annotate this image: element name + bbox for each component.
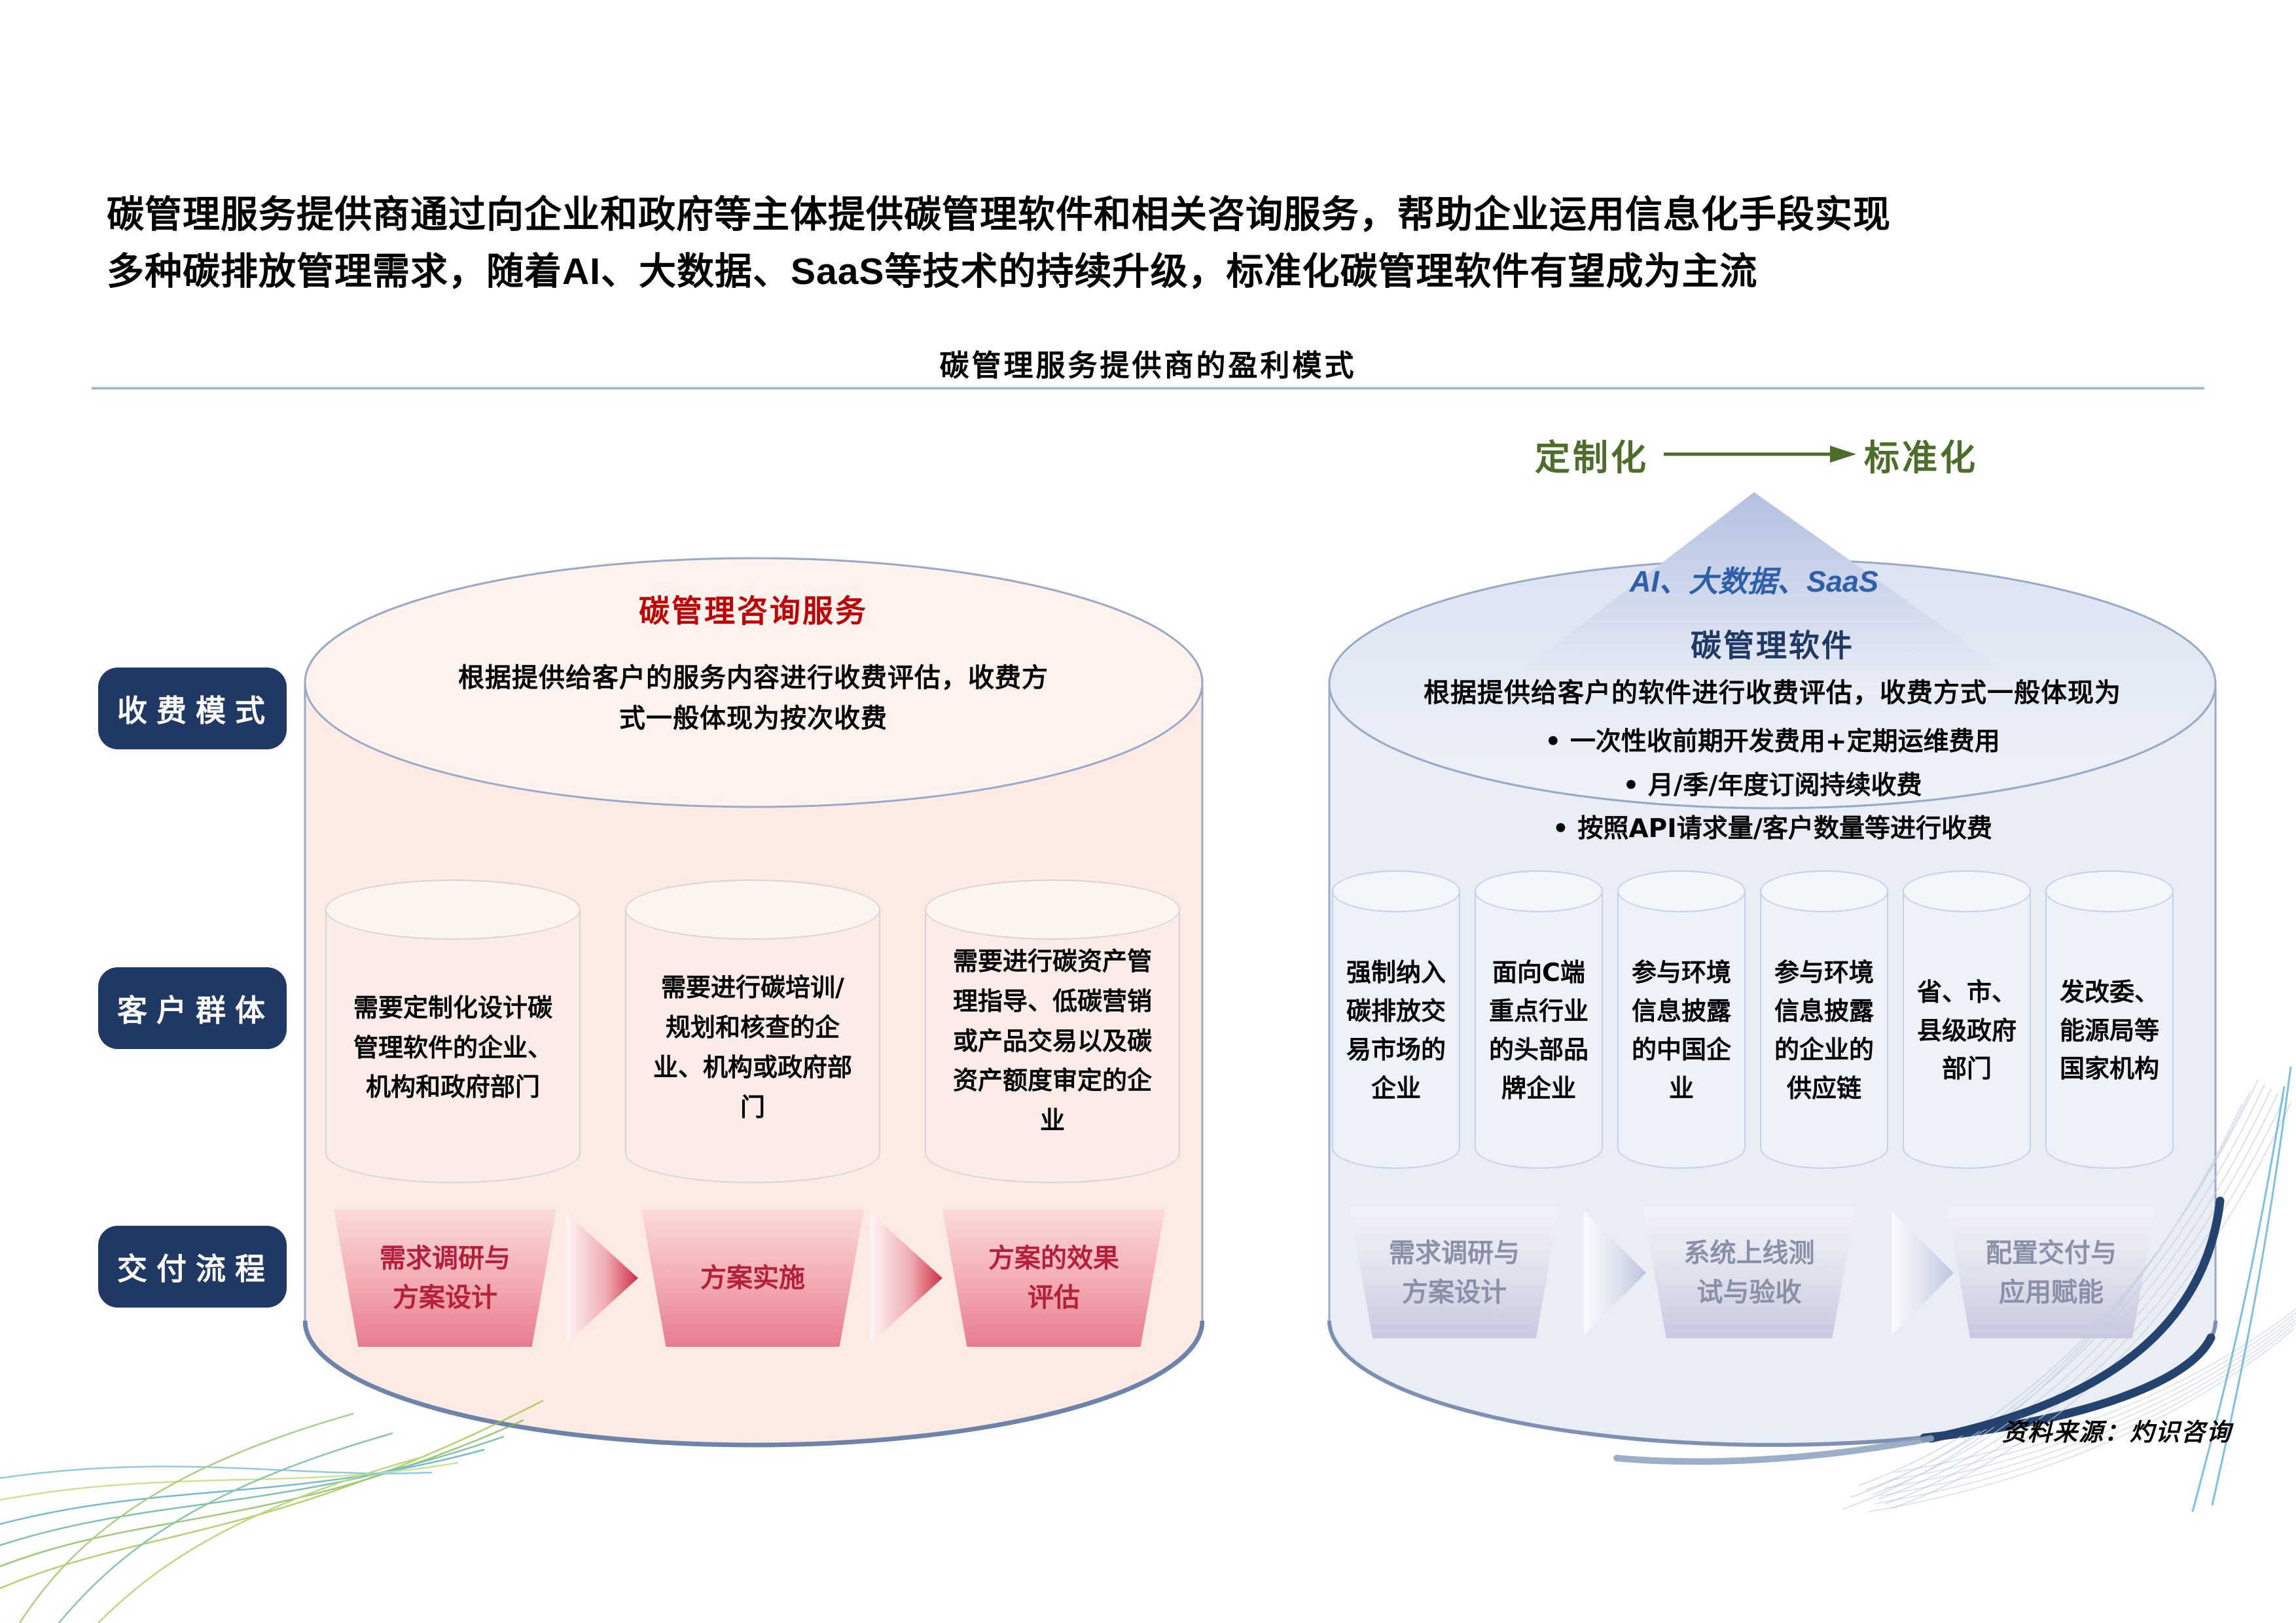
consulting-process-text: 方案的效果评估: [988, 1243, 1119, 1313]
software-customer-cylinder: 发改委、能源局等国家机构: [2045, 870, 2174, 1169]
software-customer-cylinder: 强制纳入碳排放交易市场的企业: [1332, 870, 1460, 1169]
sidebar-badge-fee-model: 收费模式: [98, 668, 287, 749]
cylinder-lid: [1475, 870, 1603, 912]
cylinder-lid: [625, 880, 880, 940]
wave-decoration-left: [0, 1399, 544, 1623]
cylinder-lid: [1760, 870, 1888, 912]
software-process-text: 配置交付与应用赋能: [1986, 1238, 2117, 1308]
title-line2-ai: AI: [562, 250, 601, 293]
software-process-step: 配置交付与应用赋能: [1947, 1207, 2155, 1338]
software-fee-bullet: • 一次性收前期开发费用+定期运维费用: [1545, 727, 2000, 757]
consulting-process-step: 方案实施: [641, 1209, 864, 1347]
custom-label: 定制化: [1535, 437, 1649, 478]
software-process-text: 系统上线测试与验收: [1683, 1238, 1815, 1308]
software-process-text: 需求调研与方案设计: [1389, 1238, 1520, 1308]
tech-triangle: [1490, 492, 2039, 695]
software-fee-bullet: • 月/季/年度订阅持续收费: [1623, 770, 1922, 800]
page-title: 碳管理服务提供商通过向企业和政府等主体提供碳管理软件和相关咨询服务，帮助企业运用…: [107, 187, 2221, 300]
title-line1-text: 碳管理服务提供商通过向企业和政府等主体提供碳管理软件和相关咨询服务，帮助企业运用…: [107, 193, 1891, 236]
cylinder-lid: [1332, 870, 1460, 912]
title-line2-seg: 多种碳排放管理需求，随着: [107, 249, 562, 293]
cylinder-lid: [1903, 870, 2031, 912]
software-customer-text: 发改委、能源局等国家机构: [2059, 977, 2159, 1084]
consulting-customer-cylinder: 需要进行碳培训/规划和核查的企业、机构或政府部门: [625, 880, 880, 1183]
software-customer-cylinder: 参与环境信息披露的中国企业: [1617, 870, 1746, 1169]
title-line2-seg: 等技术的持续升级，标准化碳管理软件有望成为主流: [884, 249, 1758, 293]
consulting-customer-text: 需要进行碳资产管理指导、低碳营销或产品交易以及碳资产额度审定的企业: [952, 947, 1152, 1135]
cylinder-lid: [925, 880, 1180, 940]
standard-label: 标准化: [1864, 437, 1978, 478]
software-fee-bullet: • 按照API请求量/客户数量等进行收费: [1552, 814, 1993, 844]
software-customer-text: 面向C端重点行业的头部品牌企业: [1488, 958, 1588, 1103]
software-process-step: 需求调研与方案设计: [1350, 1207, 1559, 1338]
cylinder-lid: [1617, 870, 1746, 912]
consulting-customer-cylinder: 需要进行碳资产管理指导、低碳营销或产品交易以及碳资产额度审定的企业: [925, 880, 1180, 1183]
title-line2-saas: SaaS: [791, 250, 885, 293]
software-title: 碳管理软件: [1691, 628, 1854, 664]
page-title-line1: 碳管理服务提供商通过向企业和政府等主体提供碳管理软件和相关咨询服务，帮助企业运用…: [107, 187, 2221, 243]
consulting-process-text: 需求调研与方案设计: [380, 1243, 511, 1313]
software-process-step: 系统上线测试与验收: [1643, 1207, 1856, 1338]
software-customer-text: 参与环境信息披露的企业的供应链: [1774, 958, 1874, 1103]
software-customer-text: 强制纳入碳排放交易市场的企业: [1346, 958, 1446, 1103]
header-divider: [92, 387, 2204, 389]
tech-label: AI、大数据、SaaS: [1629, 565, 1879, 598]
consulting-customer-text: 需要定制化设计碳管理软件的企业、机构和政府部门: [353, 993, 552, 1102]
arrow-right-icon: [1664, 446, 1856, 463]
consulting-process-step: 需求调研与方案设计: [334, 1209, 556, 1347]
consulting-customer-cylinder: 需要定制化设计碳管理软件的企业、机构和政府部门: [325, 880, 581, 1183]
source-note: 资料来源：灼识咨询: [2002, 1418, 2232, 1446]
title-line2-seg: 、大数据、: [601, 249, 791, 293]
consulting-title: 碳管理咨询服务: [639, 594, 868, 630]
software-customer-cylinder: 参与环境信息披露的企业的供应链: [1760, 870, 1888, 1169]
consulting-process-text: 方案实施: [700, 1263, 805, 1293]
sidebar-badge-delivery-process: 交付流程: [98, 1226, 287, 1308]
consulting-process-step: 方案的效果评估: [942, 1209, 1165, 1347]
consulting-customer-text: 需要进行碳培训/规划和核查的企业、机构或政府部门: [653, 973, 852, 1122]
diagram-title: 碳管理服务提供商的盈利模式: [939, 348, 1357, 383]
software-customer-cylinder: 省、市、县级政府部门: [1903, 870, 2031, 1169]
software-fee-intro: 根据提供给客户的软件进行收费评估，收费方式一般体现为: [1424, 678, 2121, 708]
software-customer-text: 省、市、县级政府部门: [1916, 977, 2017, 1084]
software-customer-text: 参与环境信息披露的中国企业: [1631, 958, 1731, 1103]
cylinder-lid: [325, 880, 581, 940]
page-title-line2: 多种碳排放管理需求，随着AI、大数据、SaaS等技术的持续升级，标准化碳管理软件…: [107, 243, 2221, 300]
sidebar-badge-customer-group: 客户群体: [98, 967, 287, 1049]
wave-decoration-right: [1613, 1066, 2296, 1512]
consulting-fee-desc: 根据提供给客户的服务内容进行收费评估，收费方式一般体现为按次收费: [458, 663, 1049, 734]
software-customer-cylinder: 面向C端重点行业的头部品牌企业: [1475, 870, 1603, 1169]
software-fee-bullets: • 一次性收前期开发费用+定期运维费用 • 月/季/年度订阅持续收费 • 按照A…: [1360, 717, 2185, 847]
cylinder-lid: [2045, 870, 2174, 912]
